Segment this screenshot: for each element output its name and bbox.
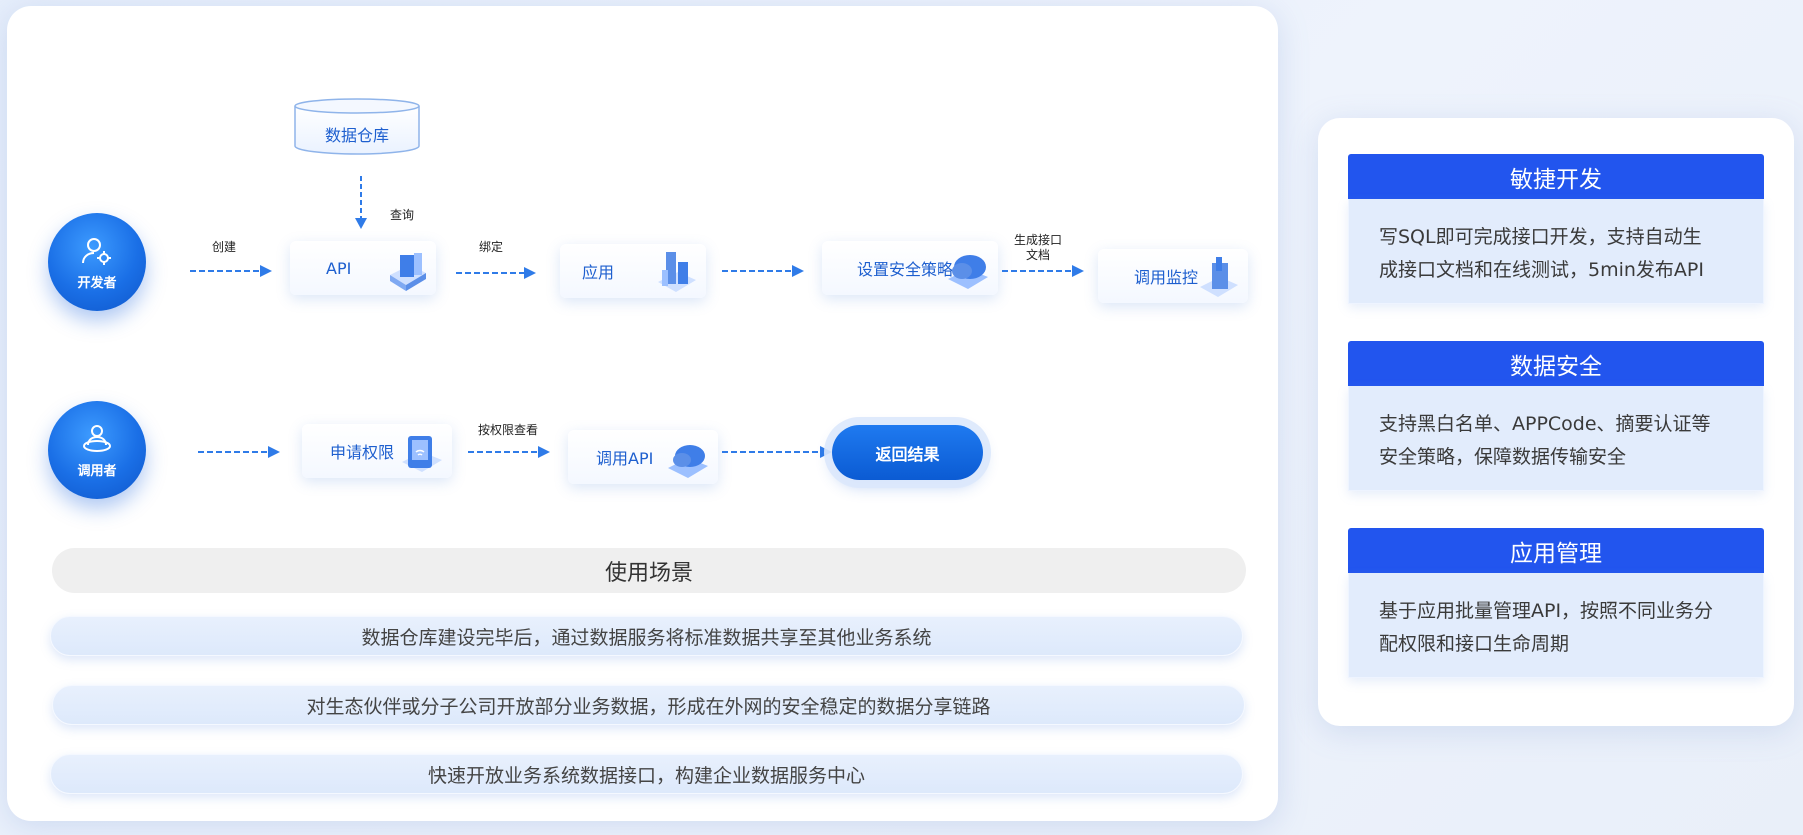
feature-title: 数据安全 — [1348, 341, 1764, 386]
view-label: 按权限查看 — [478, 423, 539, 437]
app-icon — [658, 252, 696, 292]
caller-person-icon — [83, 424, 111, 452]
feature-description: 基于应用批量管理API，按照不同业务分 配权限和接口生命周期 — [1348, 573, 1764, 678]
app-label: 应用 — [582, 263, 615, 282]
feature-title: 敏捷开发 — [1348, 154, 1764, 199]
feature-card-security: 数据安全 支持黑白名单、APPCode、摘要认证等 安全策略，保障数据传输安全 — [1348, 341, 1764, 491]
apply-arrow — [198, 446, 280, 458]
security-node: 设置安全策略 — [822, 241, 998, 295]
api-node: API — [290, 241, 436, 295]
security-label: 设置安全策略 — [857, 260, 954, 279]
monitor-node: 调用监控 — [1098, 249, 1248, 303]
developer-actor: 开发者 — [48, 213, 146, 311]
app-node: 应用 — [560, 244, 706, 298]
monitor-icon — [1200, 257, 1238, 297]
bind-arrow — [456, 267, 536, 279]
developer-label: 开发者 — [77, 275, 117, 291]
developer-gear-icon — [82, 237, 111, 265]
permission-device-icon — [402, 436, 442, 472]
feature-desc-line: 安全策略，保障数据传输安全 — [1379, 446, 1627, 468]
call-api-to-result-arrow — [722, 446, 832, 458]
create-label: 创建 — [212, 240, 237, 254]
feature-title: 应用管理 — [1348, 528, 1764, 573]
query-label: 查询 — [390, 208, 415, 222]
feature-description: 支持黑白名单、APPCode、摘要认证等 安全策略，保障数据传输安全 — [1348, 386, 1764, 491]
query-arrow — [355, 176, 367, 229]
caller-label: 调用者 — [77, 463, 117, 479]
call-api-cloud-icon — [668, 445, 708, 478]
feature-desc-line: 支持黑白名单、APPCode、摘要认证等 — [1379, 413, 1711, 435]
scenario-item: 快速开放业务系统数据接口，构建企业数据服务中心 — [50, 754, 1243, 794]
gen-doc-label-line2: 文档 — [1026, 248, 1051, 262]
scenario-item: 数据仓库建设完毕后，通过数据服务将标准数据共享至其他业务系统 — [50, 616, 1243, 656]
feature-desc-line: 基于应用批量管理API，按照不同业务分 — [1379, 600, 1714, 622]
monitor-label: 调用监控 — [1134, 268, 1199, 287]
apply-permission-node: 申请权限 — [302, 424, 452, 478]
scenarios-title: 使用场景 — [52, 548, 1246, 593]
database-icon — [294, 98, 420, 155]
view-arrow — [468, 446, 550, 458]
data-warehouse-label: 数据仓库 — [324, 126, 389, 145]
create-arrow — [190, 265, 272, 277]
call-api-label: 调用API — [596, 449, 654, 468]
api-icon — [390, 253, 426, 291]
call-api-node: 调用API — [568, 430, 718, 484]
apply-permission-label: 申请权限 — [330, 443, 395, 462]
bind-label: 绑定 — [479, 240, 504, 254]
data-warehouse-node: 数据仓库 — [293, 98, 421, 156]
gen-doc-label-line1: 生成接口 — [1014, 233, 1063, 247]
feature-card-app-management: 应用管理 基于应用批量管理API，按照不同业务分 配权限和接口生命周期 — [1348, 528, 1764, 678]
feature-desc-line: 配权限和接口生命周期 — [1379, 633, 1570, 655]
feature-card-agile: 敏捷开发 写SQL即可完成接口开发，支持自动生 成接口文档和在线测试，5min发… — [1348, 154, 1764, 304]
caller-actor: 调用者 — [48, 401, 146, 499]
gen-doc-label: 生成接口 文档 — [1014, 233, 1062, 263]
return-result-button[interactable]: 返回结果 — [832, 425, 983, 480]
feature-desc-line: 写SQL即可完成接口开发，支持自动生 — [1379, 226, 1702, 248]
feature-desc-line: 成接口文档和在线测试，5min发布API — [1379, 259, 1704, 281]
app-to-security-arrow — [722, 265, 804, 277]
api-label: API — [326, 258, 352, 278]
feature-description: 写SQL即可完成接口开发，支持自动生 成接口文档和在线测试，5min发布API — [1348, 199, 1764, 304]
gen-doc-arrow — [1002, 265, 1084, 277]
scenario-item: 对生态伙伴或分子公司开放部分业务数据，形成在外网的安全稳定的数据分享链路 — [52, 685, 1245, 725]
cloud-icon — [948, 255, 988, 289]
